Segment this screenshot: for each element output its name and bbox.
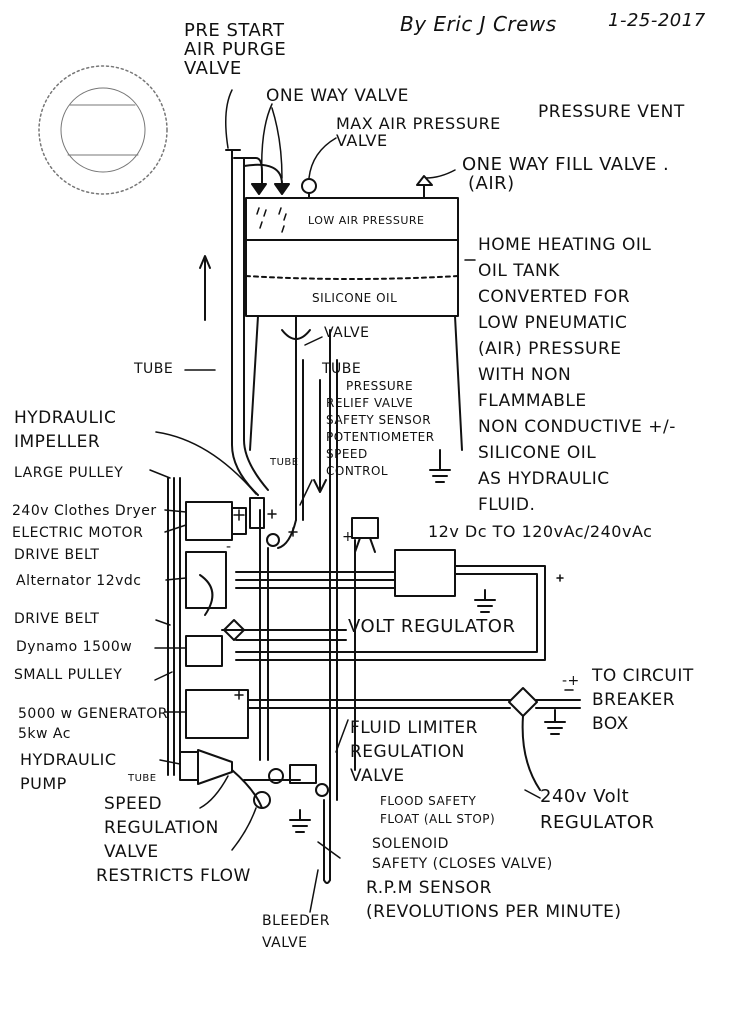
speed-regulation-label: SPEED REGULATION VALVE RESTRICTS FLOW: [96, 794, 251, 886]
hydraulic-impeller: [249, 497, 280, 547]
regulator-240-label: 240v Volt REGULATOR: [540, 786, 655, 833]
hydraulic-pump: [179, 749, 233, 785]
small-pulley-label: SMALL PULLEY: [14, 667, 123, 683]
volt-regulator-diamond: [223, 619, 245, 641]
circuit-breaker-label: TO CIRCUIT BREAKER BOX: [592, 666, 694, 734]
tube-right-label: TUBE: [322, 361, 362, 377]
drawing-date: 1-25-2017: [608, 10, 706, 31]
polarity-marks: [233, 509, 574, 700]
drive-belt-label-2: DRIVE BELT: [14, 611, 100, 627]
oil-tank: [245, 197, 463, 451]
alternator-label: Alternator 12vdc: [16, 573, 142, 589]
hydraulic-pump-label: HYDRAULIC PUMP: [20, 750, 117, 793]
bottom-valves: [231, 764, 331, 884]
tank-bottom-valve: [277, 315, 311, 549]
dynamo: [185, 635, 223, 667]
wiring-bus: [221, 509, 581, 771]
tank-top-valves: [251, 175, 433, 233]
volt-regulator-label: VOLT REGULATOR: [348, 616, 516, 637]
rpm-sensor-label: R.P.M SENSOR (REVOLUTIONS PER MINUTE): [366, 878, 622, 922]
tank-description: HOME HEATING OIL OIL TANK CONVERTED FOR …: [478, 235, 676, 515]
tube-bottom-label: TUBE: [128, 773, 157, 784]
signature: By Eric J Crews: [400, 12, 557, 36]
fluid-limiter-label: FLUID LIMITER REGULATION VALVE: [350, 718, 478, 786]
regulator-240-diamond: [508, 687, 541, 791]
dryer-motor: [185, 501, 247, 541]
drive-column: [167, 477, 181, 776]
tube-small-label: TUBE: [270, 457, 299, 468]
generator-label: 5000 w GENERATOR 5kw Ac: [18, 706, 168, 742]
design-seal: [38, 65, 168, 195]
silicone-oil-label: SILICONE OIL: [312, 291, 398, 305]
generator: [185, 689, 249, 739]
plus-mark: +: [342, 529, 355, 545]
solenoid-label: SOLENOID SAFETY (CLOSES VALVE): [372, 836, 553, 872]
large-pulley-label: LARGE PULLEY: [14, 465, 124, 481]
dynamo-label: Dynamo 1500w: [16, 639, 133, 655]
leader-lines: [149, 89, 541, 913]
one-way-fill-label: ONE WAY FILL VALVE . (AIR): [462, 154, 670, 194]
inverter-label: 12v Dc TO 120vAc/240vAc: [428, 522, 653, 541]
max-air-pressure-label: MAX AIR PRESSURE VALVE: [336, 114, 501, 150]
inverter-box: [394, 549, 456, 597]
alternator: [185, 551, 227, 616]
pressure-vent-label: PRESSURE VENT: [538, 102, 685, 122]
one-way-valve-label: ONE WAY VALVE: [266, 86, 409, 106]
low-air-pressure-label: LOW AIR PRESSURE: [308, 214, 425, 227]
tube-left-label: TUBE: [134, 361, 174, 377]
ground-symbols: [289, 449, 566, 833]
pre-start-purge-label: PRE START AIR PURGE VALVE: [184, 20, 287, 79]
plus-minus-mark: -+: [562, 673, 580, 689]
pressure-relief-label: PRESSURE RELIEF VALVE SAFETY SENSOR POTE…: [326, 379, 435, 478]
purge-pipes: [199, 149, 283, 496]
valve-label: VALVE: [324, 325, 370, 341]
dryer-motor-label: 240v Clothes Dryer ELECTRIC MOTOR: [12, 503, 157, 541]
bleeder-valve-label: BLEEDER VALVE: [262, 913, 330, 951]
hydraulic-impeller-label: HYDRAULIC IMPELLER: [14, 408, 117, 452]
flood-safety-label: FLOOD SAFETY FLOAT (ALL STOP): [380, 794, 496, 826]
drive-belt-label-1: DRIVE BELT: [14, 547, 100, 563]
minus-mark: -: [226, 539, 232, 555]
